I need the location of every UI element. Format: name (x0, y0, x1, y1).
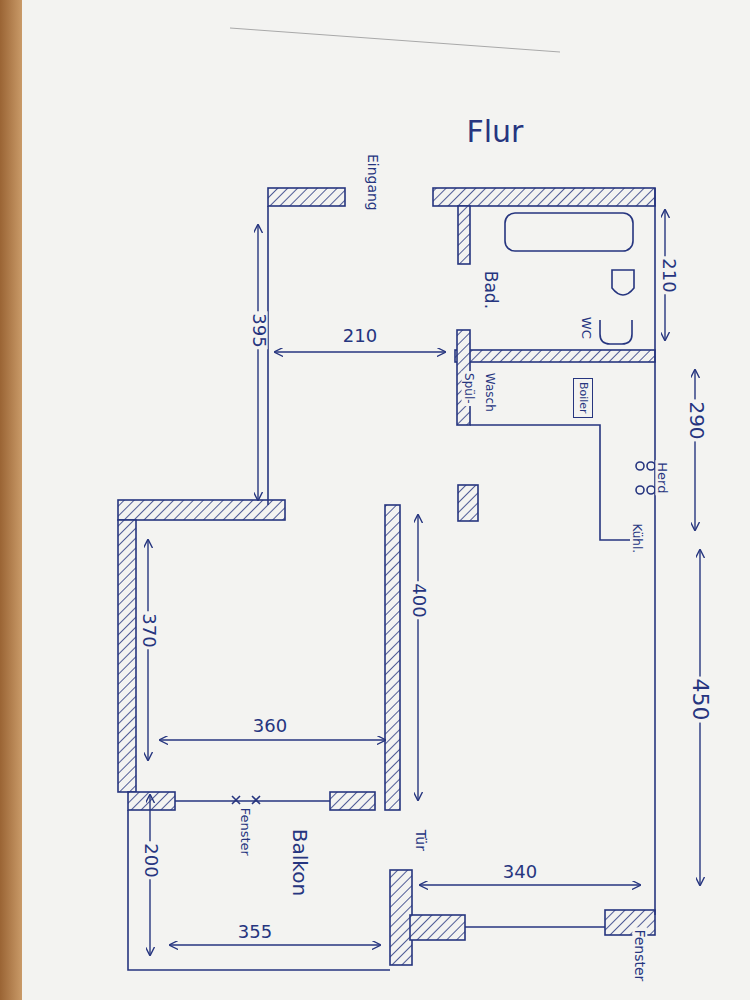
room-label: Spül- (462, 371, 475, 406)
dimension: 210 (341, 327, 379, 346)
dimension: 210 (659, 256, 678, 294)
dimension-line (694, 370, 695, 530)
walls (118, 188, 655, 965)
washbasin (612, 270, 634, 295)
dimension-line (275, 351, 445, 352)
table-edge (0, 0, 22, 1000)
wall (605, 910, 655, 935)
room-label: Herd (656, 460, 670, 495)
burner (647, 486, 655, 494)
wall (128, 792, 175, 810)
room-label: WC (579, 315, 593, 341)
window-line (175, 800, 330, 802)
room-label: Kühl. (631, 521, 644, 555)
window-line (465, 926, 605, 928)
toilet (600, 320, 632, 344)
dimension: 450 (688, 677, 711, 723)
room-label: Fenster (238, 806, 252, 858)
dimension: 370 (139, 611, 158, 649)
wall (390, 870, 412, 965)
wall (455, 350, 655, 362)
room-label: Flur (465, 116, 526, 148)
wall (458, 206, 470, 264)
wall (330, 792, 375, 810)
outer-wall (654, 188, 656, 915)
fixtures (128, 188, 655, 970)
dimension-line (147, 540, 148, 760)
dimension-line (160, 739, 385, 740)
dimension-lines (148, 210, 700, 955)
dimension-line (420, 884, 640, 885)
dimension-line (257, 225, 258, 500)
window-cross (232, 796, 260, 804)
dimension-line (417, 515, 418, 800)
room-label: Balkon (289, 826, 310, 897)
dimension: 400 (409, 581, 428, 619)
dimension: 395 (249, 311, 268, 349)
room-label: Bad. (481, 269, 499, 311)
node-text: Boiler (577, 382, 589, 414)
burner (636, 462, 644, 470)
wall (118, 520, 136, 792)
boiler-box: Boiler (573, 378, 593, 418)
room-label: Tür (414, 827, 429, 852)
wall (268, 188, 345, 206)
dimension: 355 (236, 923, 274, 942)
wall (385, 505, 400, 810)
dimension: 360 (251, 717, 289, 736)
wall (458, 485, 478, 521)
bathtub (505, 213, 633, 251)
burner (647, 462, 655, 470)
pencil-line (230, 28, 560, 52)
balcony-outline (128, 810, 390, 970)
wall (433, 188, 655, 206)
dimension: 200 (141, 841, 160, 879)
wall (410, 915, 465, 940)
corridor-wall (267, 206, 269, 505)
kitchen-counter (470, 425, 630, 540)
dimension-line (170, 944, 380, 945)
room-label: Eingang (365, 152, 380, 213)
burner (636, 486, 644, 494)
wall (118, 500, 285, 520)
dimension: 290 (686, 399, 707, 441)
dimension: 340 (501, 863, 539, 882)
room-label: Fenster (633, 927, 648, 983)
room-label: Wasch (483, 371, 496, 414)
